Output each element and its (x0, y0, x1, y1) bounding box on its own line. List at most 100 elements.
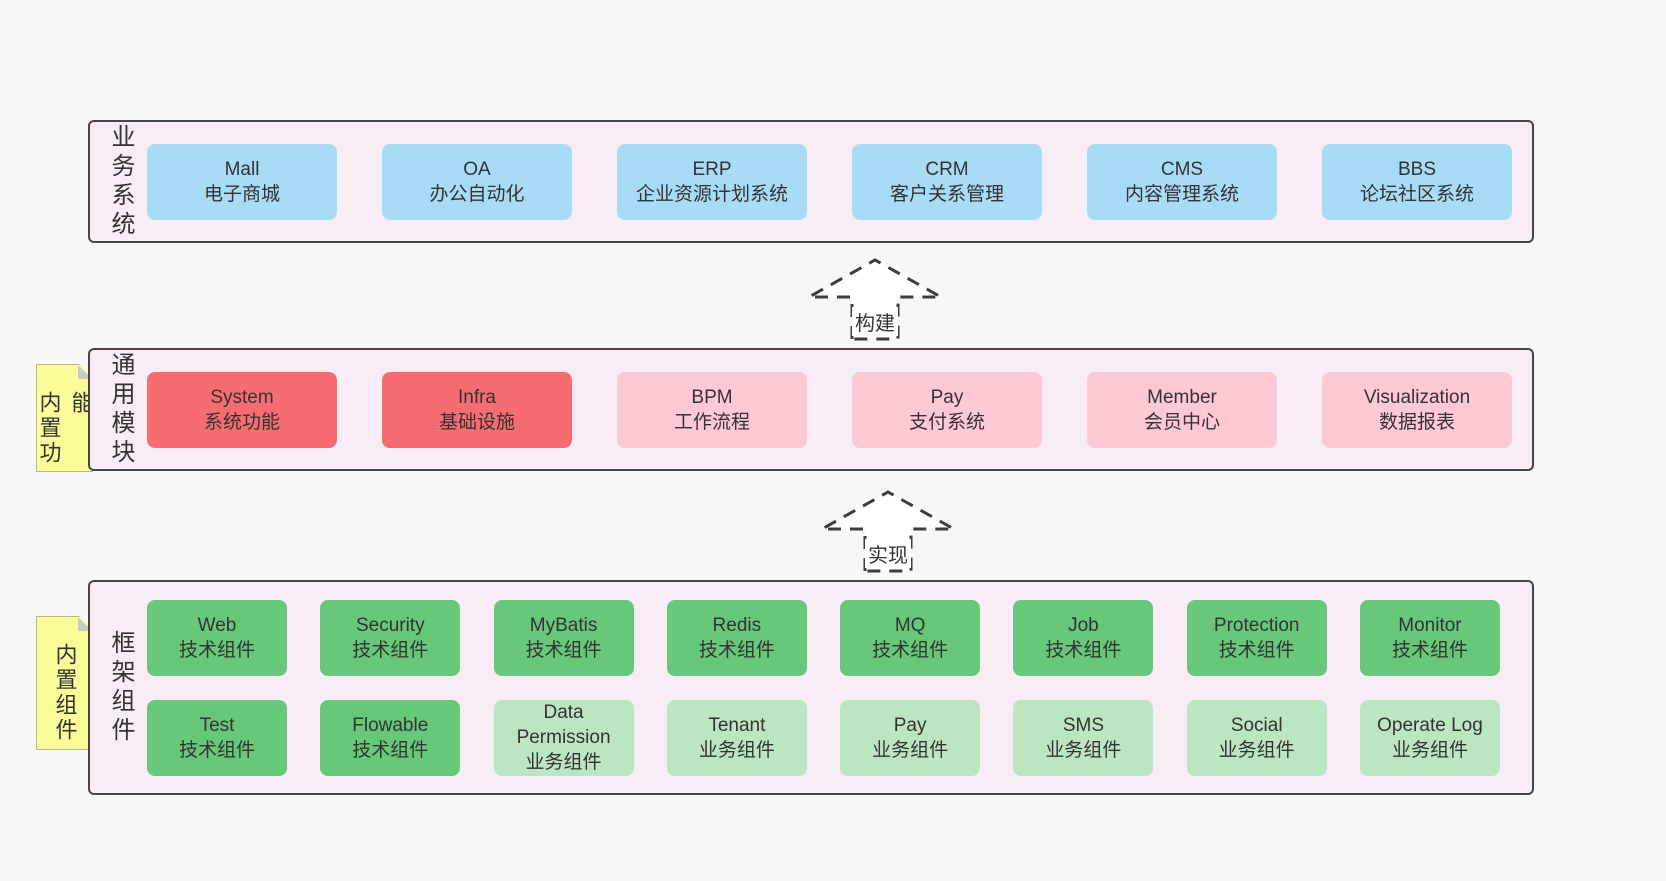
box-name: Data Permission (516, 702, 611, 748)
box-name: Tenant (708, 714, 766, 736)
box-name: Protection (1213, 614, 1300, 636)
box-visualization: Visualization 数据报表 (1322, 371, 1512, 448)
box-name: Flowable (352, 714, 429, 736)
box-crm: CRM 客户关系管理 (852, 143, 1042, 220)
box-sms: SMS 业务组件 (1013, 699, 1154, 776)
box-subtitle: 系统功能 (203, 411, 280, 433)
layer-common-modules: 通用模块 System 系统功能 Infra 基础设施 BPM 工作流程 Pay… (88, 348, 1534, 471)
dashed-up-arrow-icon (818, 490, 958, 573)
box-mall: Mall 电子商城 (147, 143, 337, 220)
box-subtitle: 技术组件 (872, 639, 949, 661)
box-name: Operate Log (1377, 714, 1483, 736)
box-subtitle: 数据报表 (1378, 411, 1455, 433)
box-oa: OA 办公自动化 (382, 143, 572, 220)
note-built-in-features-label: 内置功能 (36, 391, 94, 466)
box-mybatis: MyBatis 技术组件 (493, 599, 634, 676)
box-pay-module: Pay 支付系统 (852, 371, 1042, 448)
layer-business-systems: 业务系统 Mall 电子商城 OA 办公自动化 ERP 企业资源计划系统 CRM… (88, 120, 1534, 243)
box-subtitle: 业务组件 (1218, 739, 1295, 761)
box-name: Monitor (1398, 614, 1462, 636)
dashed-up-arrow-icon (805, 258, 945, 341)
box-name: Redis (712, 614, 762, 636)
box-name: Visualization (1363, 386, 1471, 408)
box-monitor: Monitor 技术组件 (1359, 599, 1500, 676)
box-name: Job (1068, 614, 1099, 636)
box-name: Web (197, 614, 237, 636)
box-subtitle: 技术组件 (178, 639, 255, 661)
box-tenant: Tenant 业务组件 (666, 699, 807, 776)
box-flowable: Flowable 技术组件 (320, 699, 461, 776)
box-bbs: BBS 论坛社区系统 (1322, 143, 1512, 220)
layer-common-modules-label: 通用模块 (107, 351, 134, 468)
box-name: ERP (692, 158, 732, 180)
box-test: Test 技术组件 (147, 699, 287, 776)
common-modules-boxes: System 系统功能 Infra 基础设施 BPM 工作流程 Pay 支付系统… (147, 350, 1512, 469)
note-built-in-components-label: 内置组件 (52, 643, 78, 743)
box-redis: Redis 技术组件 (666, 599, 807, 676)
box-subtitle: 技术组件 (1391, 639, 1468, 661)
box-name: Security (355, 614, 425, 636)
box-mq: MQ 技术组件 (840, 599, 981, 676)
box-erp: ERP 企业资源计划系统 (617, 143, 807, 220)
box-subtitle: 办公自动化 (429, 183, 525, 205)
box-name: CMS (1160, 158, 1204, 180)
box-name: Pay (930, 386, 964, 408)
box-name: Pay (893, 714, 927, 736)
arrow-implement: 实现 (818, 487, 958, 573)
business-systems-boxes: Mall 电子商城 OA 办公自动化 ERP 企业资源计划系统 CRM 客户关系… (147, 122, 1512, 241)
box-subtitle: 内容管理系统 (1124, 183, 1239, 205)
box-subtitle: 论坛社区系统 (1359, 183, 1474, 205)
layer-framework-components-label: 框架组件 (107, 629, 134, 746)
framework-components-row-1: Web 技术组件 Security 技术组件 MyBatis 技术组件 Redi… (147, 599, 1500, 676)
box-cms: CMS 内容管理系统 (1087, 143, 1277, 220)
box-system: System 系统功能 (147, 371, 337, 448)
box-subtitle: 业务组件 (872, 739, 949, 761)
box-subtitle: 工作流程 (673, 411, 750, 433)
box-name: MyBatis (529, 614, 598, 636)
box-name: System (210, 386, 274, 408)
box-subtitle: 业务组件 (698, 739, 775, 761)
box-name: BPM (691, 386, 733, 408)
box-member: Member 会员中心 (1087, 371, 1277, 448)
box-social: Social 业务组件 (1186, 699, 1327, 776)
box-subtitle: 业务组件 (1391, 739, 1468, 761)
box-name: Test (199, 714, 235, 736)
box-name: CRM (925, 158, 969, 180)
box-subtitle: 会员中心 (1143, 411, 1220, 433)
box-operate-log: Operate Log 业务组件 (1359, 699, 1500, 776)
box-name: BBS (1397, 158, 1437, 180)
box-security: Security 技术组件 (320, 599, 461, 676)
box-job: Job 技术组件 (1013, 599, 1154, 676)
box-subtitle: 技术组件 (1045, 639, 1122, 661)
box-web: Web 技术组件 (147, 599, 287, 676)
note-built-in-features: 内置功能 (36, 364, 93, 472)
framework-components-rows: Web 技术组件 Security 技术组件 MyBatis 技术组件 Redi… (147, 582, 1500, 793)
box-name: OA (463, 158, 491, 180)
box-data-permission: Data Permission 业务组件 (493, 699, 634, 776)
box-name: SMS (1062, 714, 1104, 736)
box-infra: Infra 基础设施 (382, 371, 572, 448)
box-protection: Protection 技术组件 (1186, 599, 1327, 676)
box-subtitle: 技术组件 (178, 739, 255, 761)
box-subtitle: 技术组件 (1218, 639, 1295, 661)
arrow-build-label: 构建 (852, 307, 898, 336)
box-subtitle: 技术组件 (525, 639, 602, 661)
arrow-build: 构建 (805, 255, 945, 341)
box-name: MQ (894, 614, 926, 636)
box-subtitle: 技术组件 (352, 739, 429, 761)
box-subtitle: 业务组件 (525, 752, 602, 773)
box-subtitle: 客户关系管理 (889, 183, 1004, 205)
box-name: Member (1147, 386, 1217, 408)
note-built-in-components: 内置组件 (36, 616, 93, 750)
layer-business-systems-label: 业务系统 (107, 123, 134, 240)
box-subtitle: 基础设施 (438, 411, 515, 433)
box-bpm: BPM 工作流程 (617, 371, 807, 448)
box-subtitle: 企业资源计划系统 (635, 183, 788, 205)
box-subtitle: 支付系统 (908, 411, 985, 433)
framework-components-row-2: Test 技术组件 Flowable 技术组件 Data Permission … (147, 699, 1500, 776)
box-name: Social (1230, 714, 1283, 736)
box-name: Infra (457, 386, 497, 408)
box-pay-component: Pay 业务组件 (840, 699, 981, 776)
box-subtitle: 电子商城 (203, 183, 280, 205)
